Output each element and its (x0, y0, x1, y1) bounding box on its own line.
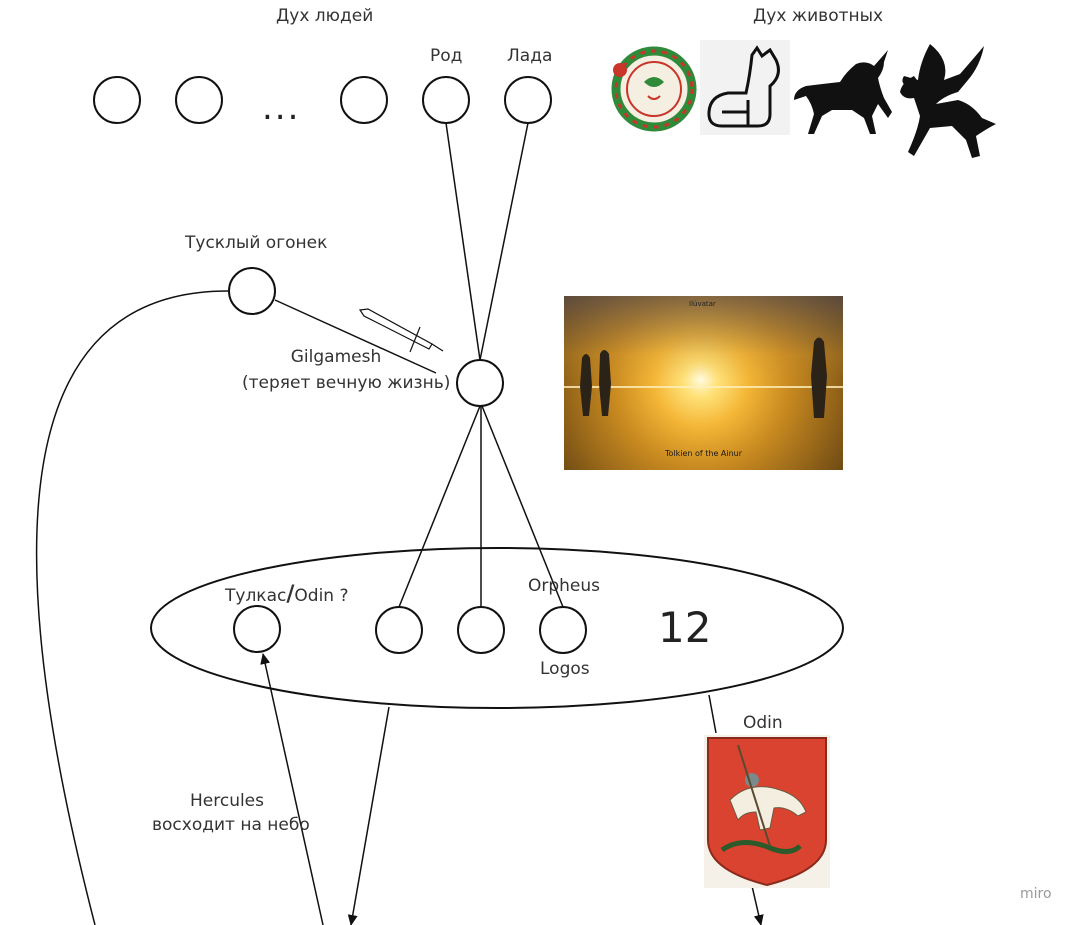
gilgamesh-note: (теряет вечную жизнь) (242, 373, 451, 393)
connector-lada-center (479, 122, 529, 361)
sword-icon (358, 308, 444, 353)
spirit-node-1[interactable] (93, 76, 141, 124)
tulkas-text: Тулкас (225, 586, 287, 606)
twelve-label: 12 (658, 603, 712, 652)
pegasus-icon (900, 44, 996, 158)
odin-label: Odin (743, 713, 783, 733)
hercules-note: восходит на небо (152, 815, 310, 835)
miro-watermark: miro (1020, 886, 1052, 902)
spirit-animals-label: Дух животных (753, 6, 884, 26)
image-title: Ilúvatar (689, 300, 716, 308)
ellipse-down-arrow (347, 706, 390, 925)
rod-label: Род (430, 46, 463, 66)
connector-center-orpheus (481, 405, 564, 608)
image-horizon (564, 386, 843, 389)
ellipse-odin-line (708, 694, 717, 734)
logos-label: Logos (540, 659, 590, 679)
tulkas-node[interactable] (233, 605, 281, 653)
slash-text: / (286, 582, 295, 607)
spirit-people-label: Дух людей (276, 6, 374, 26)
odin-down-arrow (751, 885, 764, 925)
center-node[interactable] (456, 359, 504, 407)
coat-of-arms-icon (704, 735, 830, 888)
lada-label: Лада (507, 46, 553, 66)
rod-node[interactable] (422, 76, 470, 124)
tulkas-odin-label: Тулкас/Odin ? (225, 582, 349, 607)
hercules-arrow (260, 653, 324, 925)
spirit-node-2[interactable] (175, 76, 223, 124)
ellipsis-label: ... (262, 88, 301, 128)
connector-dimlight-gilgamesh (274, 299, 437, 374)
cat-icon (700, 40, 790, 135)
unicorn-icon (794, 50, 892, 134)
group-node-2[interactable] (457, 606, 505, 654)
orpheus-label: Orpheus (528, 576, 601, 596)
orpheus-node[interactable] (539, 606, 587, 654)
image-caption: Tolkien of the Ainur (664, 449, 743, 458)
spirit-node-3[interactable] (340, 76, 388, 124)
group-node-1[interactable] (375, 606, 423, 654)
ouroboros-dragon-icon (611, 46, 697, 132)
tolkien-ainur-image: Ilúvatar Tolkien of the Ainur (564, 296, 843, 470)
image-figures (580, 337, 827, 418)
connector-rod-center (445, 122, 481, 361)
dim-light-label: Тусклый огонек (185, 233, 328, 253)
gilgamesh-label: Gilgamesh (290, 347, 382, 367)
image-sky (564, 296, 843, 380)
hercules-label: Hercules (189, 791, 265, 811)
connector-dimlight-down (35, 290, 230, 925)
lada-node[interactable] (504, 76, 552, 124)
dim-light-node[interactable] (228, 267, 276, 315)
connector-center-n1 (398, 405, 481, 608)
odin-question-text: Odin ? (294, 586, 349, 606)
twelve-group-ellipse (150, 547, 844, 709)
